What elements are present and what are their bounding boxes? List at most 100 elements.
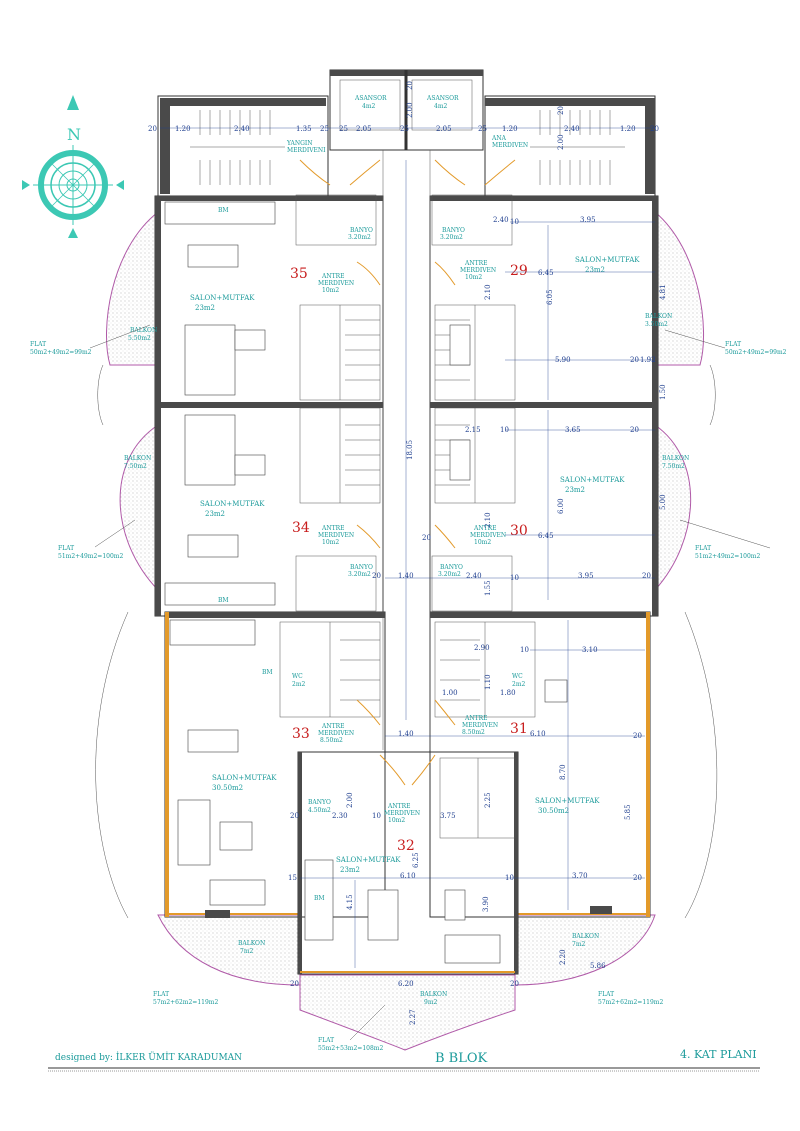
flat-29: 29 SALON+MUTFAK 23m2 ANTRE MERDIVEN 10m2… <box>440 227 787 356</box>
dim-240b: 2.40 <box>466 572 482 580</box>
dim-155: 1.55 <box>484 580 492 596</box>
flat-31-antre-area: 8.50m2 <box>462 729 485 736</box>
flat-34-flat: FLAT <box>58 545 74 552</box>
dim-370: 3.70 <box>572 872 588 880</box>
flat-33-merdiven: MERDIVEN <box>318 730 354 737</box>
flat-32-antre: ANTRE <box>387 803 410 810</box>
flat-33-antre: ANTRE <box>321 723 344 730</box>
flat-29-area: 23m2 <box>585 266 605 274</box>
flat-29-antre: ANTRE <box>464 260 487 267</box>
dim-620: 6.20 <box>398 980 414 988</box>
flat-35-number: 35 <box>290 266 308 282</box>
flat-35-antre: ANTRE <box>321 273 344 280</box>
dim-645b: 6.45 <box>538 532 554 540</box>
flat-32-flat: FLAT <box>318 1037 334 1044</box>
flat-32-banyo-area: 4.50m2 <box>308 807 331 814</box>
flat-31: 31 SALON+MUTFAK 30.50m2 ANTRE MERDIVEN 8… <box>462 673 663 1006</box>
dim-210a: 2.10 <box>484 284 492 300</box>
dim-215: 2.15 <box>465 426 481 434</box>
flat-29-merdiven: MERDIVEN <box>460 267 496 274</box>
flat-34: 34 SALON+MUTFAK 23m2 ANTRE MERDIVEN 10m2… <box>58 455 373 578</box>
dim-top-8: 1.20 <box>620 125 636 133</box>
flat-30-merdiven: MERDIVEN <box>470 532 506 539</box>
dim-200: 2.00 <box>346 792 354 808</box>
dim-top-16: 2.00 <box>406 102 414 118</box>
flat-31-wc: WC <box>512 673 523 680</box>
title-block: designed by: İLKER ÜMİT KARADUMAN B BLOK… <box>48 1048 760 1072</box>
flat-33-wc: WC <box>292 673 303 680</box>
flat-31-flat: FLAT <box>598 991 614 998</box>
dim-140b: 1.40 <box>398 730 414 738</box>
dim-600: 6.00 <box>557 498 565 514</box>
flat-30-number: 30 <box>510 523 528 539</box>
dim-top-5: 2.05 <box>436 125 452 133</box>
flat-30-room: SALON+MUTFAK <box>560 476 625 484</box>
flat-34-antre: ANTRE <box>321 525 344 532</box>
dim-481: 4.81 <box>659 284 667 300</box>
flat-35-banyo-area: 3.20m2 <box>348 234 371 241</box>
dim-10-a: 10 <box>510 218 519 226</box>
dim-140a: 1.40 <box>398 572 414 580</box>
dim-180: 1.80 <box>500 689 516 697</box>
balconies <box>95 210 718 1051</box>
flat-34-room: SALON+MUTFAK <box>200 500 265 508</box>
dim-15: 15 <box>288 874 297 882</box>
flat-33-balkon: BALKON <box>238 940 265 947</box>
flat-33-number: 33 <box>292 726 310 742</box>
flat-29-balkon-area: 3.50m2 <box>645 321 668 328</box>
bm-label-34: BM <box>218 597 229 604</box>
dim-192: 1.92 <box>640 356 656 364</box>
dim-top-9: 20 <box>148 125 157 133</box>
flat-30-antre: ANTRE <box>473 525 496 532</box>
flat-34-balkon-area: 7.50m2 <box>124 463 147 470</box>
flat-32-merdiven: MERDIVEN <box>384 810 420 817</box>
bm-label-32: BM <box>314 895 325 902</box>
dim-586: 5.86 <box>590 962 606 970</box>
top-core: ASANSOR 4m2 ASANSOR 4m2 YANGIN MERDIVENI… <box>148 69 659 197</box>
flat-31-room: SALON+MUTFAK <box>535 797 600 805</box>
flat-31-flat-area: 57m2+62m2=119m2 <box>598 999 663 1006</box>
dim-590: 5.90 <box>555 356 571 364</box>
dim-top-1: 1.20 <box>175 125 191 133</box>
dim-375: 3.75 <box>440 812 456 820</box>
flat-35-balkon-area: 5.50m2 <box>128 335 151 342</box>
dim-20-g: 20 <box>290 812 299 820</box>
dim-20-h: 20 <box>290 980 299 988</box>
flat-35-area: 23m2 <box>195 304 215 312</box>
flat-35-banyo: BANYO <box>350 227 373 234</box>
dim-top-10: 25 <box>320 125 329 133</box>
dim-20-c: 20 <box>630 356 639 364</box>
asansor-right-label: ASANSOR <box>426 95 459 102</box>
flat-35-balkon: BALKON <box>130 327 157 334</box>
dim-10-b: 10 <box>500 426 509 434</box>
dim-610b: 6.10 <box>400 872 416 880</box>
dim-10-d: 10 <box>520 646 529 654</box>
flat-33-balkon-area: 7m2 <box>240 948 254 955</box>
flat-33-room: SALON+MUTFAK <box>212 774 277 782</box>
bm-label-35: BM <box>218 207 229 214</box>
dim-100: 1.00 <box>442 689 458 697</box>
yangin-label: YANGIN <box>286 140 313 147</box>
flat-29-number: 29 <box>510 263 528 279</box>
flat-29-banyo-area: 3.20m2 <box>440 234 463 241</box>
flat-34-balkon: BALKON <box>124 455 151 462</box>
asansor-left-area: 4m2 <box>362 103 376 110</box>
flat-30: 30 SALON+MUTFAK 23m2 ANTRE MERDIVEN 10m2… <box>438 455 771 578</box>
block-title: B BLOK <box>435 1051 488 1066</box>
dimensions: 2.40 3.95 6.45 6.05 2.10 5.90 4.81 1.92 … <box>288 216 667 1025</box>
dim-220: 2.20 <box>559 949 567 965</box>
flat-35-flat: FLAT <box>30 341 46 348</box>
dim-10-c: 10 <box>510 574 519 582</box>
dim-150: 1.50 <box>659 384 667 400</box>
flat-31-antre: ANTRE <box>464 715 487 722</box>
dim-top-15: 20 <box>406 81 414 90</box>
flat-29-room: SALON+MUTFAK <box>575 256 640 264</box>
internal-stairs <box>279 304 536 839</box>
dim-20-b: 20 <box>642 572 651 580</box>
flat-30-balkon-area: 7.50m2 <box>662 463 685 470</box>
flat-33-flat: FLAT <box>153 991 169 998</box>
dim-415: 4.15 <box>346 894 354 910</box>
dim-10-f: 10 <box>505 874 514 882</box>
designer-credit: designed by: İLKER ÜMİT KARADUMAN <box>55 1051 242 1063</box>
dim-365: 3.65 <box>565 426 581 434</box>
